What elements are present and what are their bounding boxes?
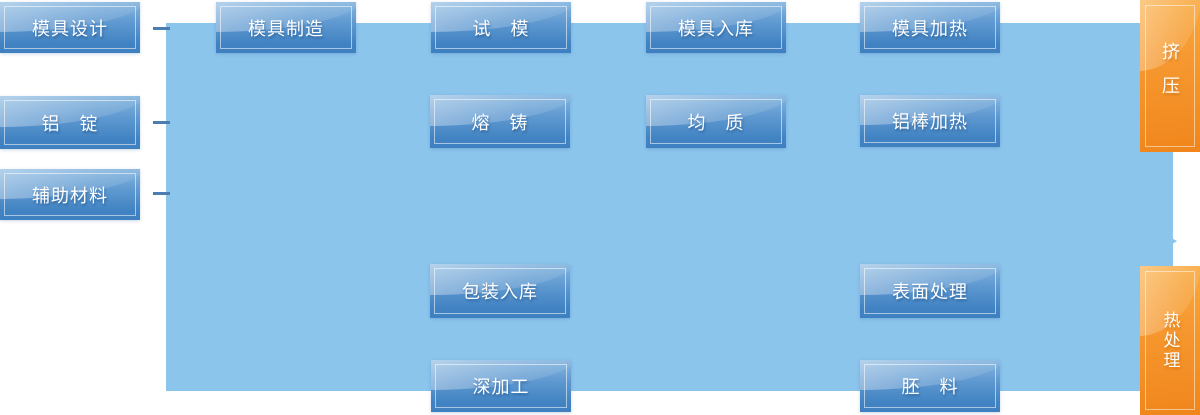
flow-panel	[166, 23, 1173, 391]
node-rod-heating: 铝棒加热	[860, 95, 1000, 147]
stage-label: 挤压	[1160, 42, 1180, 110]
node-label: 表面处理	[892, 282, 968, 302]
node-blank-material: 胚 料	[860, 360, 1000, 412]
node-label: 铝 锭	[41, 113, 99, 134]
node-label: 胚 料	[901, 377, 959, 397]
connector-aluminum-ingot	[153, 121, 170, 124]
node-label: 熔 铸	[471, 112, 529, 133]
node-surface-treatment: 表面处理	[860, 264, 1000, 318]
node-label: 铝棒加热	[892, 112, 968, 132]
node-auxiliary-materials: 辅助材料	[0, 169, 140, 220]
node-label: 包装入库	[462, 282, 538, 302]
node-melting-casting: 熔 铸	[430, 95, 570, 148]
node-label: 模具加热	[892, 18, 968, 39]
node-label: 均 质	[687, 112, 745, 133]
stage-extrusion: 挤压	[1140, 0, 1200, 152]
connector-mold-design	[153, 27, 170, 30]
node-packaging-warehousing: 包装入库	[430, 264, 570, 318]
node-label: 辅助材料	[32, 185, 108, 206]
node-mold-warehousing: 模具入库	[646, 2, 786, 53]
node-trial-mold: 试 模	[431, 2, 571, 53]
node-label: 模具入库	[678, 18, 754, 39]
node-mold-design: 模具设计	[0, 2, 140, 53]
node-deep-processing: 深加工	[431, 360, 571, 412]
node-homogenizing: 均 质	[646, 95, 786, 148]
node-mold-manufacturing: 模具制造	[216, 2, 356, 53]
node-mold-heating: 模具加热	[860, 2, 1000, 53]
stage-heat-treatment: 热处理	[1140, 266, 1200, 415]
node-label: 深加工	[472, 377, 530, 397]
node-label: 模具设计	[32, 18, 108, 39]
node-label: 试 模	[472, 18, 530, 39]
node-label: 模具制造	[248, 18, 324, 39]
connector-auxiliary-materials	[153, 192, 170, 195]
node-aluminum-ingot: 铝 锭	[0, 96, 140, 149]
flow-arrow-icon	[1166, 235, 1177, 248]
stage-label: 热处理	[1160, 310, 1180, 371]
